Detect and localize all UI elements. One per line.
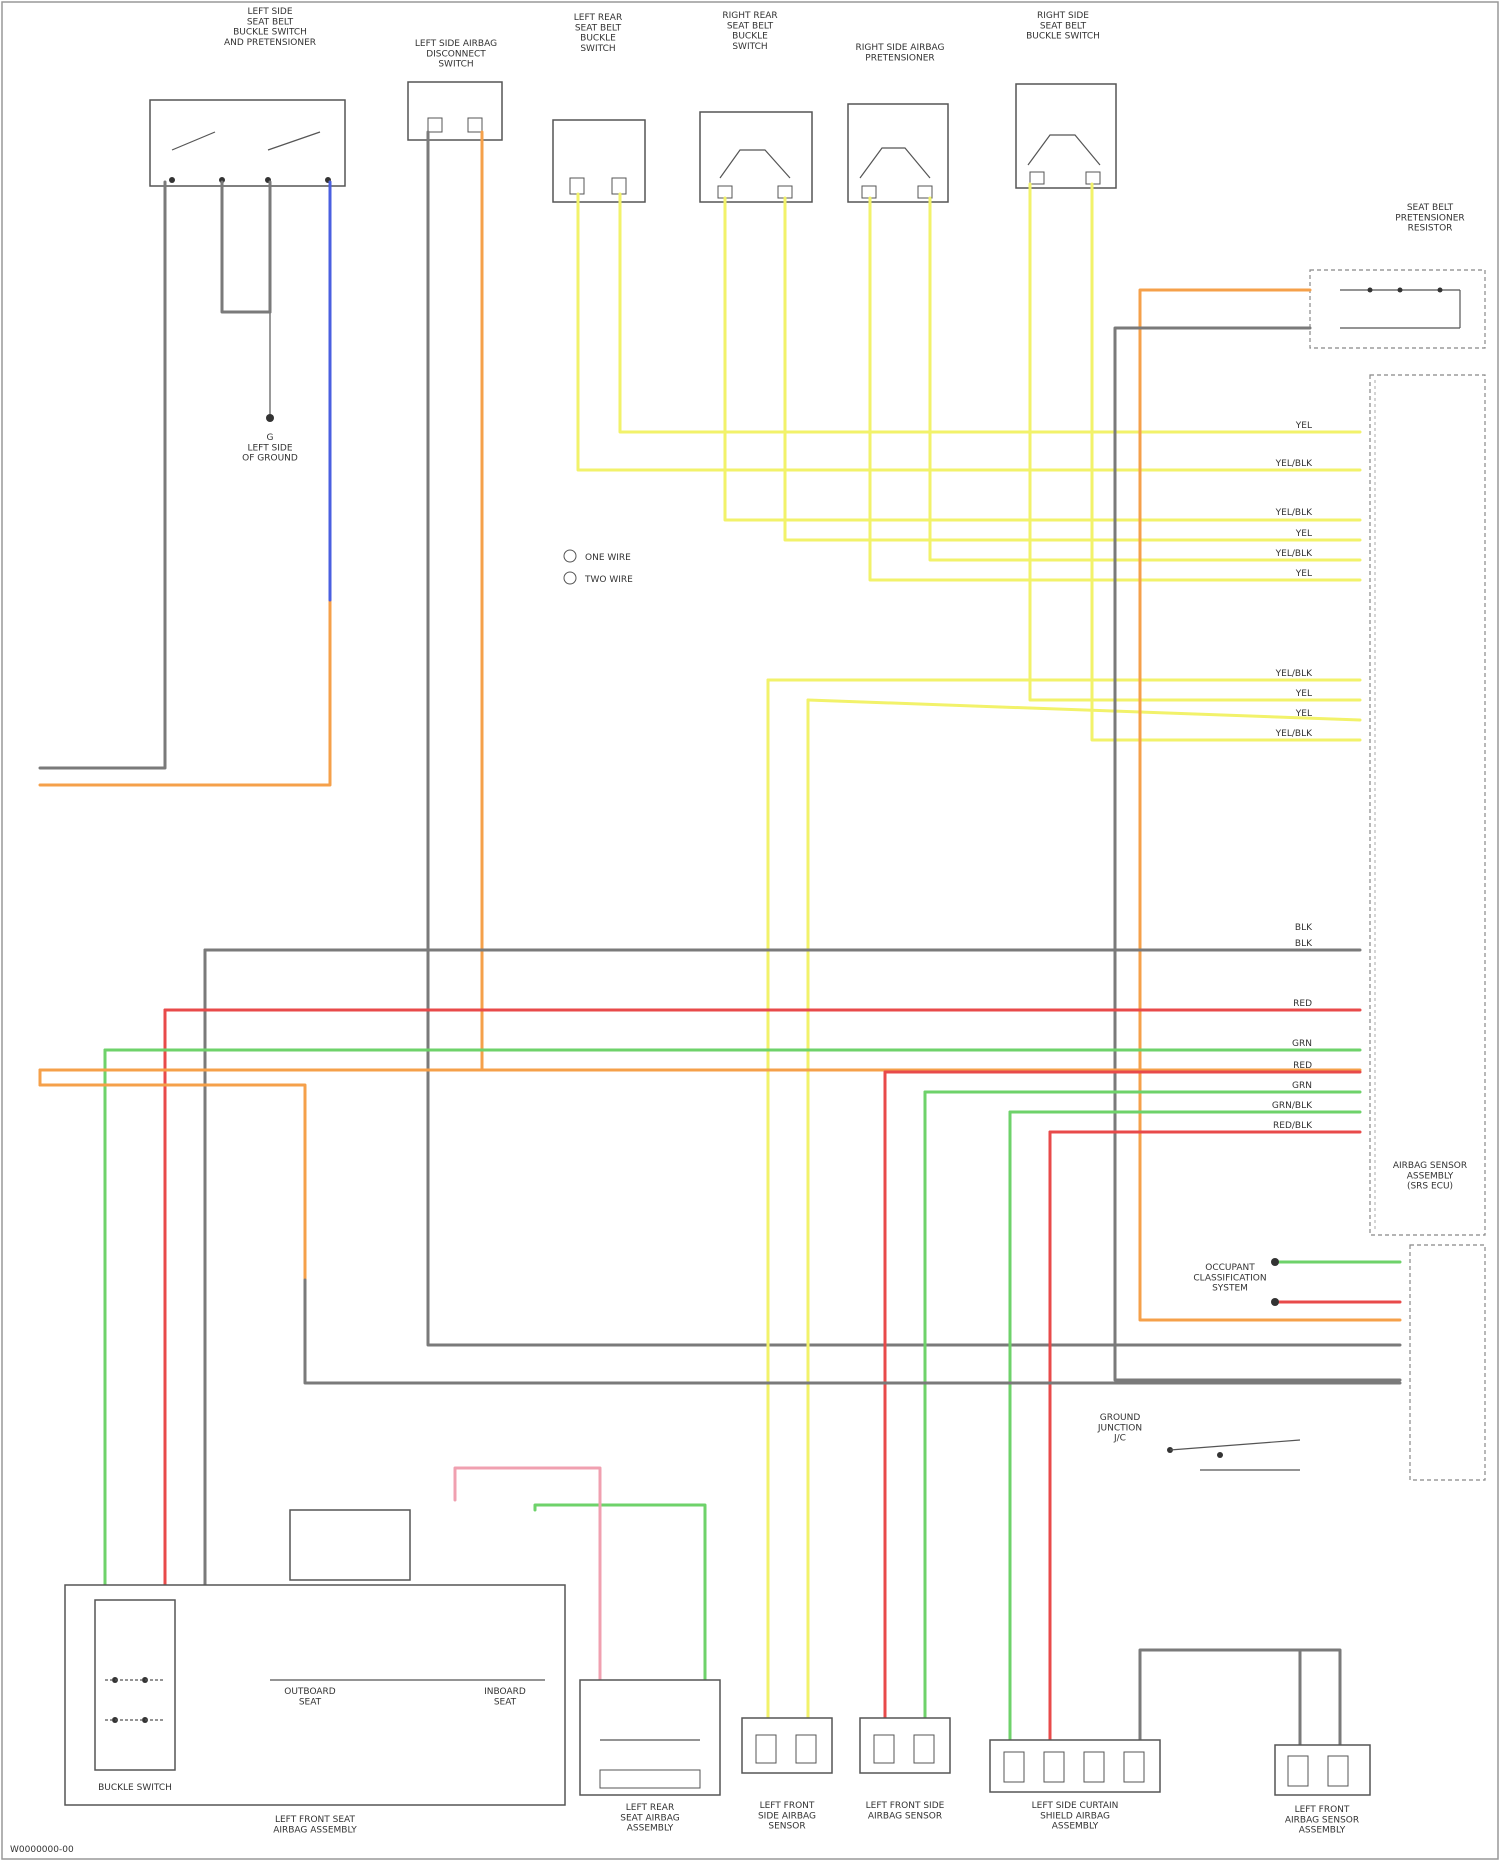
legend-item-2: TWO WIRE: [584, 575, 633, 585]
right-connector-bottom-label-7: GRN/BLK: [1272, 1101, 1313, 1111]
wire-yel-19: [808, 700, 1360, 720]
wire-yel-14: [1030, 184, 1360, 700]
right-connector-bottom-label-1: BLK: [1295, 923, 1313, 933]
wire-yel-15: [1092, 184, 1360, 740]
right-connector-bottom-label-5: RED: [1293, 1061, 1312, 1071]
right-connector-bottom-label-6: GRN: [1292, 1081, 1312, 1091]
right-connector-top-label-7: YEL/BLK: [1275, 669, 1313, 679]
legend-item-1: ONE WIRE: [585, 553, 631, 563]
wire-gry-39: [305, 1280, 1400, 1383]
right-connector-bottom-label-3: RED: [1293, 999, 1312, 1009]
right-connector-strip: [1370, 375, 1485, 1235]
right-connector-bottom-label-8: RED/BLK: [1273, 1121, 1313, 1131]
wire-yel-8: [578, 194, 1360, 470]
wire-org-2: [40, 182, 330, 785]
right-connector-bottom-label-2: BLK: [1295, 939, 1313, 949]
right-connector-top-label-1: YEL: [1295, 421, 1312, 431]
right-connector-top-label-3: YEL/BLK: [1275, 508, 1313, 518]
buckle-switch-label: BUCKLE SWITCH: [98, 1783, 172, 1793]
wire-org-7: [40, 132, 482, 1085]
right-connector-bottom-labels: BLK BLK RED GRN RED GRN GRN/BLK RED/BLK: [1272, 923, 1313, 1131]
wire-yel-9: [620, 194, 1360, 432]
right-connector-top-label-8: YEL: [1295, 689, 1312, 699]
right-connector-top-label-6: YEL: [1295, 569, 1312, 579]
wire-org-29: [40, 1085, 305, 1110]
wire-gry-21: [1115, 328, 1400, 1380]
right-connector-top-label-9: YEL: [1295, 709, 1312, 719]
footer-code: W0000000-00: [10, 1845, 74, 1855]
wire-layer: [40, 132, 1400, 1780]
right-connector-top-label-2: YEL/BLK: [1275, 459, 1313, 469]
wire-yel-10: [725, 198, 1360, 520]
right-connector-bottom-label-4: GRN: [1292, 1039, 1312, 1049]
legend: ONE WIRE TWO WIRE: [564, 550, 633, 585]
wire-gry-51: [1300, 1650, 1340, 1756]
wire-gry-4: [222, 182, 270, 312]
wire-gry-50: [1140, 1650, 1300, 1756]
wire-yel-13: [930, 198, 1360, 560]
right-connector-top-label-4: YEL: [1295, 529, 1312, 539]
wire-org-20: [1140, 290, 1400, 1320]
wire-gry-1: [40, 182, 165, 768]
right-connector-top-label-5: YEL/BLK: [1275, 549, 1313, 559]
right-connector-top-label-10: YEL/BLK: [1275, 729, 1313, 739]
